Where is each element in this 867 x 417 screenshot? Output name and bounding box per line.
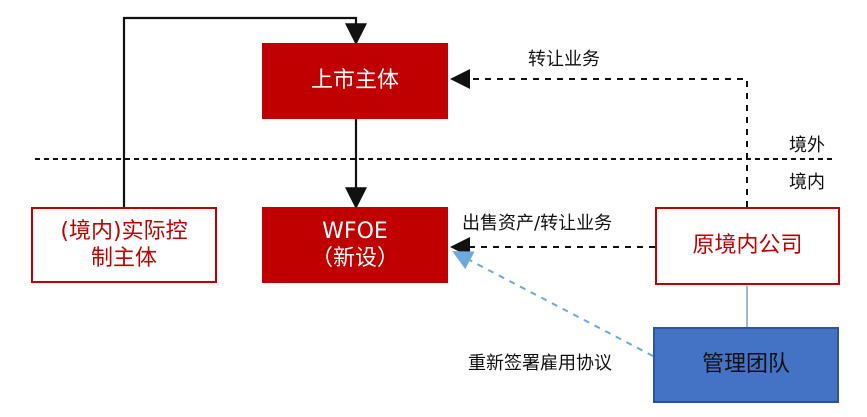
original-domestic-company-box: 原境内公司 <box>655 207 840 285</box>
original-company-to-listed-connector <box>450 69 748 207</box>
management-team-label: 管理团队 <box>701 352 790 378</box>
wfoe-label: WFOE （新设） <box>310 218 399 272</box>
onshore-label: 境内 <box>789 172 825 193</box>
offshore-label: 境外 <box>789 135 825 156</box>
listed-entity-box: 上市主体 <box>262 43 448 119</box>
domestic-controller-box: (境内)实际控 制主体 <box>31 207 217 283</box>
listed-entity-label: 上市主体 <box>310 68 399 94</box>
controller-to-listed-connector <box>122 16 367 207</box>
original-domestic-company-label: 原境内公司 <box>692 233 803 259</box>
management-to-wfoe-connector <box>452 251 654 357</box>
sell-assets-transfer-business-label: 出售资产/转让业务 <box>462 213 613 234</box>
resign-employment-agreements-label: 重新签署雇用协议 <box>468 353 612 374</box>
transfer-business-label: 转让业务 <box>528 49 600 70</box>
wfoe-box: WFOE （新设） <box>262 207 448 283</box>
management-team-box: 管理团队 <box>653 327 839 403</box>
domestic-controller-label: (境内)实际控 制主体 <box>60 218 188 272</box>
